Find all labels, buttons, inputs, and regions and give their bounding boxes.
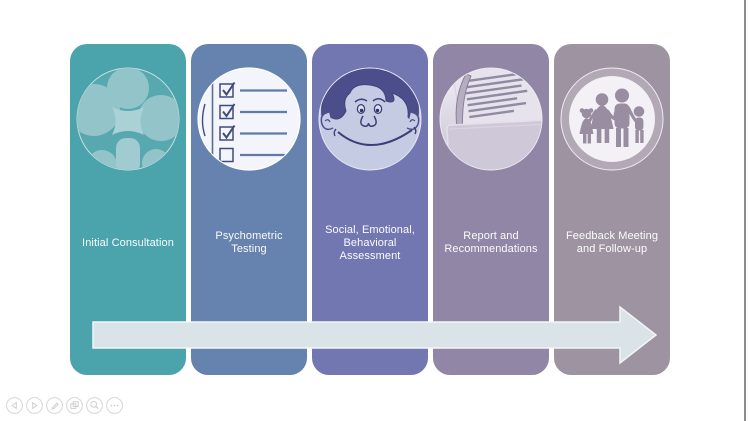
step-label: Social, Emotional, Behavioral Assessment (325, 223, 415, 262)
window-right-border (744, 0, 746, 421)
step-label: Psychometric Testing (215, 230, 283, 255)
process-step-report: Report and Recommendations (433, 44, 549, 375)
step-label: Initial Consultation (82, 236, 174, 249)
zoom-icon[interactable] (86, 397, 103, 414)
checklist-icon (196, 66, 302, 172)
next-slide-icon[interactable] (26, 397, 43, 414)
family-icon (559, 66, 665, 172)
see-all-slides-icon[interactable] (66, 397, 83, 414)
step-label: Report and Recommendations (444, 230, 538, 255)
meeting-people-icon (75, 66, 181, 172)
process-step-feedback: Feedback Meeting and Follow-up (554, 44, 670, 375)
more-options-icon[interactable] (106, 397, 123, 414)
child-face-icon (317, 66, 423, 172)
slideshow-toolbar (6, 397, 123, 414)
pen-annotate-icon[interactable] (46, 397, 63, 414)
process-step-initial-consultation: Initial Consultation (70, 44, 186, 375)
process-step-assessment: Social, Emotional, Behavioral Assessment (312, 44, 428, 375)
report-documents-icon (438, 66, 544, 172)
previous-slide-icon[interactable] (6, 397, 23, 414)
process-step-psychometric-testing: Psychometric Testing (191, 44, 307, 375)
step-label: Feedback Meeting and Follow-up (565, 230, 659, 255)
